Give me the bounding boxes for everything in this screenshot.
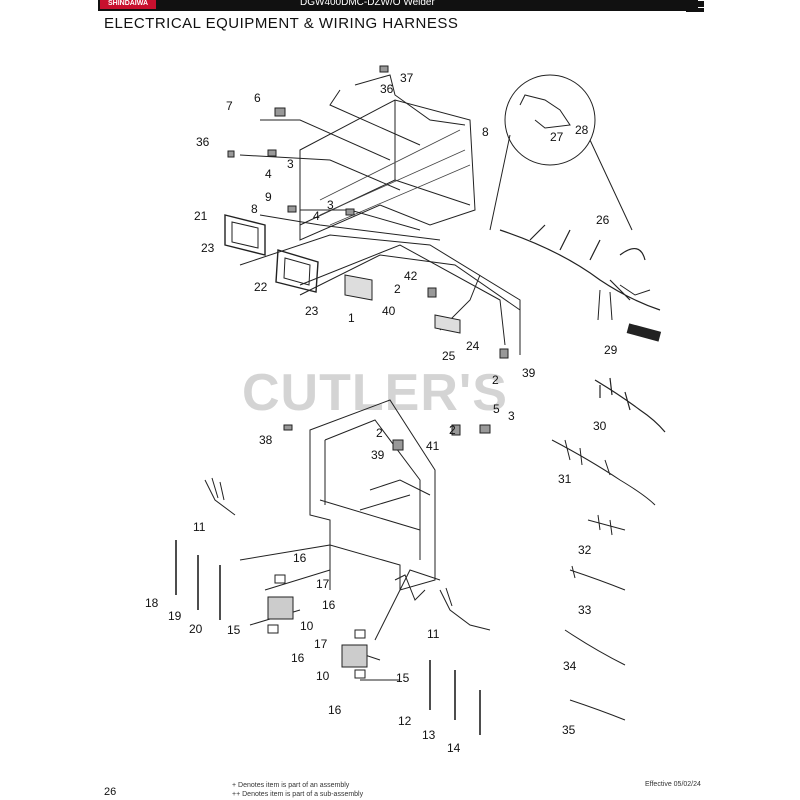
callout-1: 1	[348, 311, 355, 325]
callout-2: 2	[449, 423, 456, 437]
callout-16: 16	[293, 551, 307, 565]
callout-21: 21	[194, 209, 208, 223]
callout-23: 23	[201, 241, 215, 255]
callout-7: 7	[226, 99, 233, 113]
callout-42: 42	[404, 269, 418, 283]
callout-20: 20	[189, 622, 203, 636]
callout-17: 17	[316, 577, 330, 591]
callout-11: 11	[193, 520, 206, 534]
callout-4: 4	[313, 209, 320, 223]
callout-3: 3	[508, 409, 515, 423]
callout-30: 30	[593, 419, 607, 433]
mq-power-logo	[683, 0, 705, 14]
effective-date: Effective 05/02/24	[645, 781, 701, 788]
watermark: CUTLER'S	[242, 364, 508, 422]
callout-32: 32	[578, 543, 592, 557]
callout-12: 12	[398, 714, 412, 728]
callout-2: 2	[492, 373, 499, 387]
callout-16: 16	[322, 598, 336, 612]
callout-29: 29	[604, 343, 618, 357]
callout-16: 16	[291, 651, 305, 665]
callout-5: 5	[493, 402, 500, 416]
callout-22: 22	[254, 280, 268, 294]
callout-17: 17	[314, 637, 328, 651]
callout-41: 41	[426, 439, 440, 453]
callout-23: 23	[305, 304, 319, 318]
callout-4: 4	[265, 167, 272, 181]
callout-37: 37	[400, 71, 414, 85]
callout-13: 13	[422, 728, 436, 742]
brand-logo: SHINDAIWA	[100, 0, 156, 9]
callout-25: 25	[442, 349, 456, 363]
callout-18: 18	[145, 596, 159, 610]
callout-10: 10	[300, 619, 314, 633]
callout-3: 3	[327, 198, 334, 212]
callout-38: 38	[259, 433, 273, 447]
callout-3: 3	[287, 157, 294, 171]
callout-36: 36	[196, 135, 210, 149]
callout-26: 26	[596, 213, 610, 227]
callout-33: 33	[578, 603, 592, 617]
callout-39: 39	[522, 366, 536, 380]
callout-2: 2	[376, 426, 383, 440]
callout-9: 9	[265, 190, 272, 204]
upper-frame	[299, 99, 476, 241]
callout-40: 40	[382, 304, 396, 318]
callout-19: 19	[168, 609, 182, 623]
page-number: 26	[104, 786, 117, 798]
callout-31: 31	[558, 472, 572, 486]
footnote-assembly: + Denotes item is part of an assembly	[232, 782, 350, 789]
callout-39: 39	[371, 448, 385, 462]
callout-6: 6	[254, 91, 261, 105]
footnote-sub-assembly: ++ Denotes item is part of a sub-assembl…	[232, 791, 364, 798]
callout-16: 16	[328, 703, 342, 717]
callout-8: 8	[482, 125, 489, 139]
callout-15: 15	[227, 623, 241, 637]
lower-frame	[309, 399, 436, 591]
callout-35: 35	[562, 723, 576, 737]
callout-2: 2	[394, 282, 401, 296]
callout-36: 36	[380, 82, 394, 96]
callout-28: 28	[575, 123, 589, 137]
callout-14: 14	[447, 741, 461, 755]
callout-15: 15	[396, 671, 410, 685]
page-title: ELECTRICAL EQUIPMENT & WIRING HARNESS	[104, 15, 459, 32]
callout-8: 8	[251, 202, 258, 216]
callout-34: 34	[563, 659, 577, 673]
model-name: DGW400DMC-DZW/O Welder	[300, 0, 435, 8]
callout-10: 10	[316, 669, 330, 683]
callout-27: 27	[550, 130, 564, 144]
header-bar	[98, 0, 698, 11]
callout-11: 11	[427, 627, 440, 641]
callout-24: 24	[466, 339, 480, 353]
